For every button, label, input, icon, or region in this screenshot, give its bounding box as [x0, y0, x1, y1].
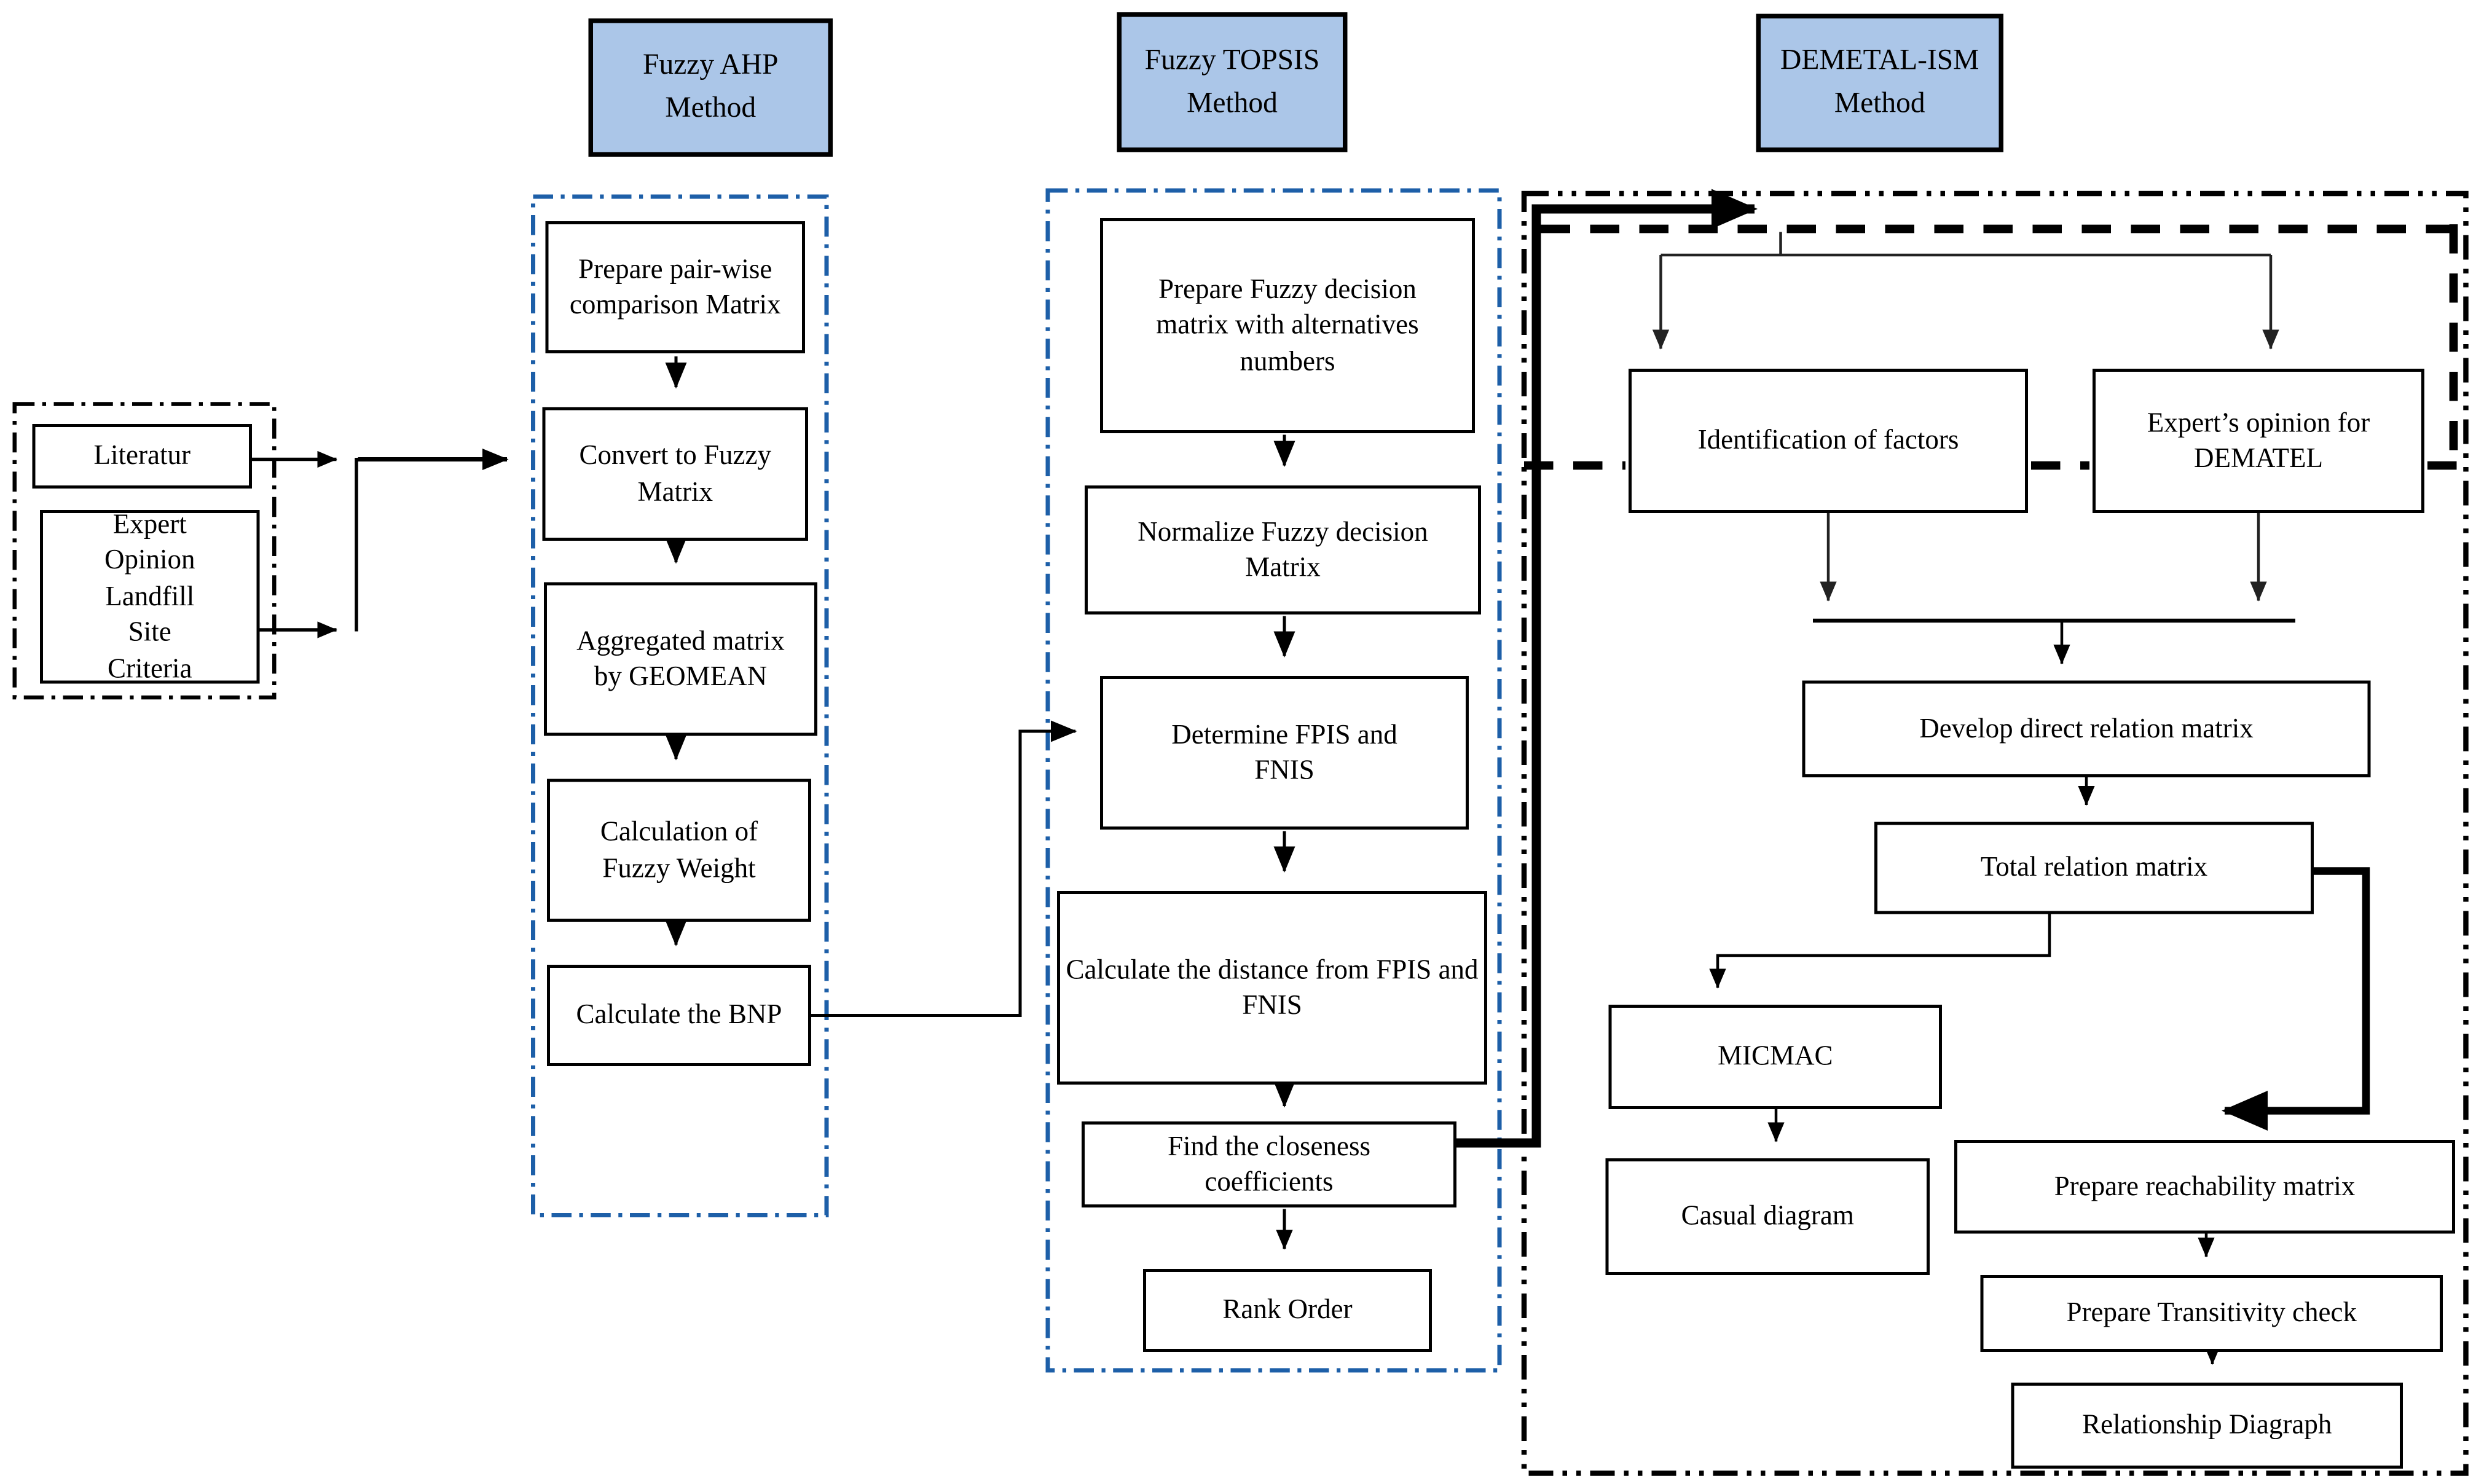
dematel-container-border: [1521, 190, 2469, 1476]
box-dematel-casual-diagram: Casual diagram: [1605, 1158, 1930, 1275]
dematel-feedback-dashed-loop: [1524, 224, 2458, 470]
box-ahp-pairwise-matrix-label: Prepare pair-wise comparison Matrix: [569, 253, 781, 320]
ahp-container-border: [531, 194, 829, 1217]
box-topsis-closeness: Find the closeness coefficients: [1082, 1121, 1456, 1207]
topsis-to-dematel-thick-connector: [1456, 189, 1758, 1148]
box-dematel-expert-opinion: Expert’s opinion for DEMATEL: [2093, 369, 2424, 513]
box-expert-opinion-criteria: Expert Opinion Landfill Site Criteria: [40, 508, 260, 684]
box-dematel-micmac-label: MICMAC: [1717, 1040, 1833, 1072]
header-dematel-ism-label: DEMETAL-ISM Method: [1780, 45, 1979, 120]
box-topsis-determine-fpis-fnis: Determine FPIS and FNIS: [1100, 676, 1469, 830]
header-fuzzy-ahp: Fuzzy AHP Method: [588, 18, 833, 157]
header-fuzzy-topsis: Fuzzy TOPSIS Method: [1117, 12, 1348, 152]
input-connectors: [252, 449, 509, 638]
box-topsis-rank-order: Rank Order: [1143, 1269, 1432, 1352]
box-dematel-casual-diagram-label: Casual diagram: [1681, 1200, 1854, 1231]
box-topsis-normalize-label: Normalize Fuzzy decision Matrix: [1138, 516, 1428, 583]
arrow-ahp-to-topsis: [811, 720, 1077, 1017]
box-ahp-fuzzy-weight-label: Calculation of Fuzzy Weight: [600, 815, 758, 883]
topsis-container-border: [1045, 188, 1502, 1373]
ahp-arrows: [665, 356, 1077, 1017]
box-dematel-direct-relation: Develop direct relation matrix: [1802, 680, 2371, 777]
box-dematel-micmac: MICMAC: [1608, 1005, 1942, 1109]
box-topsis-distance: Calculate the distance from FPIS and FNI…: [1057, 891, 1487, 1085]
box-dematel-transitivity: Prepare Transitivity check: [1980, 1275, 2443, 1352]
box-ahp-calculate-bnp: Calculate the BNP: [547, 965, 811, 1066]
box-topsis-decision-matrix-label: Prepare Fuzzy decision matrix with alter…: [1156, 273, 1419, 376]
box-ahp-convert-fuzzy-label: Convert to Fuzzy Matrix: [579, 439, 771, 506]
box-dematel-relationship-digraph: Relationship Diagraph: [2011, 1383, 2403, 1469]
header-fuzzy-topsis-label: Fuzzy TOPSIS Method: [1144, 44, 1320, 119]
box-dematel-reachability-label: Prepare reachability matrix: [2054, 1170, 2356, 1201]
box-topsis-decision-matrix: Prepare Fuzzy decision matrix with alter…: [1100, 218, 1475, 433]
box-topsis-rank-order-label: Rank Order: [1222, 1294, 1353, 1325]
box-ahp-aggregated-geomean-label: Aggregated matrix by GEOMEAN: [576, 624, 785, 691]
box-topsis-closeness-label: Find the closeness coefficients: [1168, 1130, 1370, 1197]
box-dematel-relationship-digraph-label: Relationship Diagraph: [2082, 1409, 2332, 1440]
box-topsis-normalize: Normalize Fuzzy decision Matrix: [1085, 485, 1481, 614]
inputs-container-border: [12, 402, 277, 700]
box-ahp-convert-fuzzy: Convert to Fuzzy Matrix: [542, 407, 808, 541]
box-expert-opinion-criteria-label: Expert Opinion Landfill Site Criteria: [104, 508, 195, 683]
header-dematel-ism: DEMETAL-ISM Method: [1756, 14, 2003, 152]
box-literature: Literatur: [32, 424, 252, 489]
box-dematel-total-relation: Total relation matrix: [1874, 822, 2314, 914]
thick-branch-total-to-reachability: [2222, 867, 2370, 1131]
arrow-total-to-micmac: [1709, 914, 2051, 989]
box-ahp-fuzzy-weight: Calculation of Fuzzy Weight: [547, 779, 811, 922]
box-topsis-distance-label: Calculate the distance from FPIS and FNI…: [1066, 953, 1479, 1020]
box-literature-label: Literatur: [93, 439, 191, 471]
box-dematel-reachability: Prepare reachability matrix: [1954, 1140, 2455, 1234]
box-dematel-transitivity-label: Prepare Transitivity check: [2066, 1297, 2357, 1328]
dematel-arrows: [1652, 232, 2295, 1365]
box-dematel-identification: Identification of factors: [1629, 369, 2028, 513]
box-dematel-identification-label: Identification of factors: [1697, 424, 1959, 455]
box-ahp-aggregated-geomean: Aggregated matrix by GEOMEAN: [544, 582, 817, 736]
box-dematel-expert-opinion-label: Expert’s opinion for DEMATEL: [2147, 406, 2370, 473]
box-dematel-direct-relation-label: Develop direct relation matrix: [1919, 712, 2254, 744]
header-fuzzy-ahp-label: Fuzzy AHP Method: [643, 50, 779, 125]
box-ahp-calculate-bnp-label: Calculate the BNP: [576, 999, 782, 1030]
box-ahp-pairwise-matrix: Prepare pair-wise comparison Matrix: [545, 221, 805, 353]
box-topsis-determine-fpis-fnis-label: Determine FPIS and FNIS: [1171, 718, 1397, 785]
box-dematel-total-relation-label: Total relation matrix: [1980, 851, 2208, 882]
